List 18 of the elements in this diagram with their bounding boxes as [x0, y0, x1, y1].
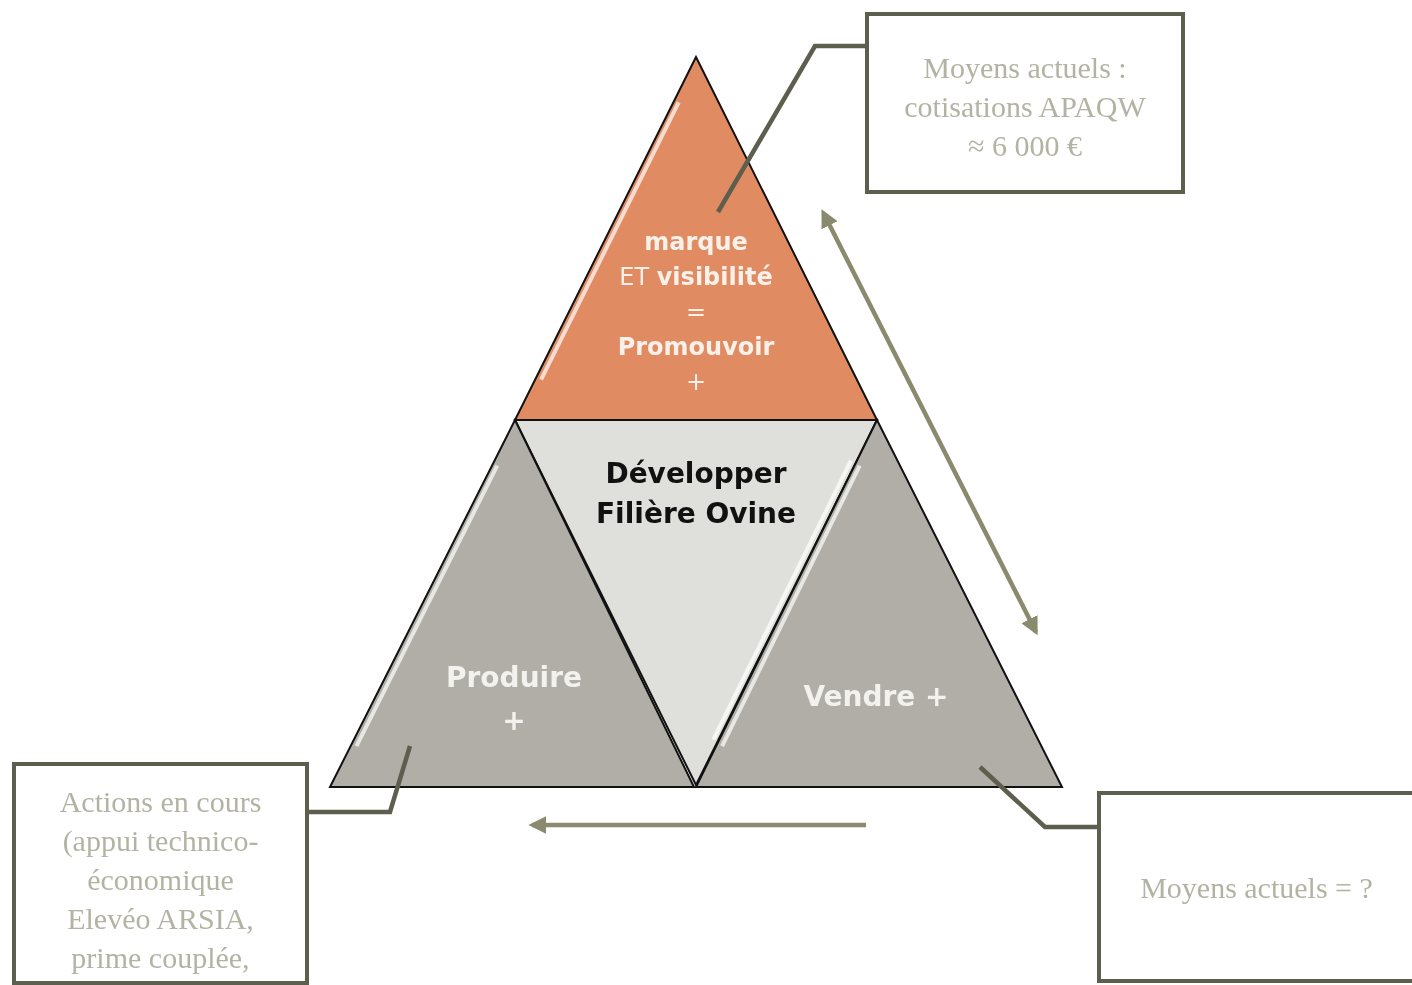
- callout-text: Actions en cours (appui technico-économique Elevéo ARSIA, prime couplée,: [58, 784, 263, 976]
- callout-box: [865, 12, 1185, 194]
- segment-label: Vendre +: [802, 679, 950, 715]
- segment-label: Produire +: [445, 660, 583, 739]
- segment-label: =: [684, 297, 708, 328]
- segment-label: Promouvoir: [616, 332, 776, 363]
- callout-box: [12, 762, 309, 985]
- leader-line: [716, 43, 865, 214]
- segment-label: Développer Filière Ovine: [594, 456, 797, 532]
- callout-text: Moyens actuels : cotisations APAQW ≈ 6 000 €: [903, 50, 1147, 164]
- segment-label: marque: [643, 227, 749, 258]
- arrow: [528, 816, 866, 834]
- double-arrow: [821, 209, 1038, 636]
- segment-label: ET visibilité: [618, 262, 774, 293]
- callout-text: Moyens actuels = ?: [1140, 869, 1373, 906]
- callout-box: [1097, 791, 1412, 983]
- leader-line: [978, 765, 1097, 830]
- segment-label: +: [684, 367, 708, 398]
